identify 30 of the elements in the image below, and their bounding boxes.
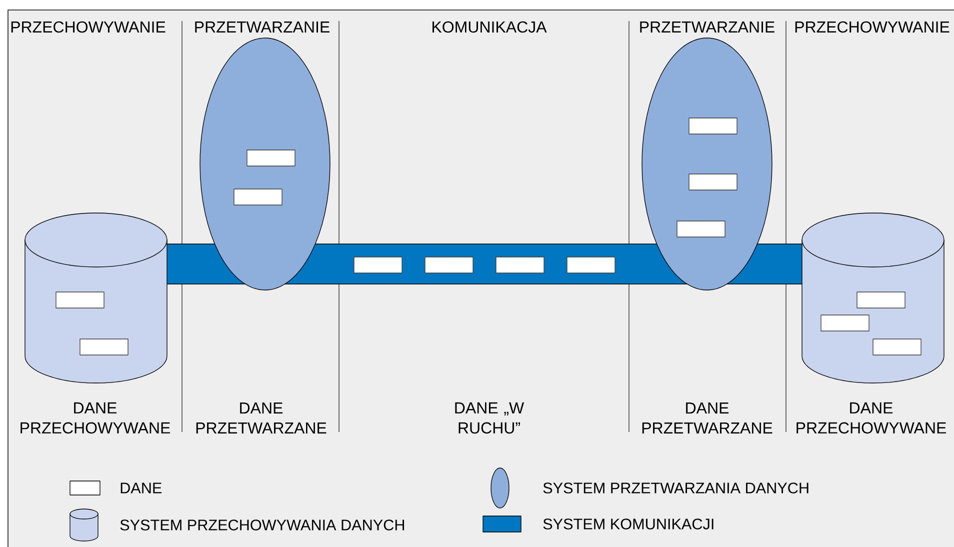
data-box [354,256,402,274]
legend-text: SYSTEM PRZETWARZANIA DANYCH [543,482,808,494]
column-header: PRZETWARZANIE [195,22,330,32]
data-box [688,118,738,134]
column-caption: DANE PRZETWARZANE [642,402,772,434]
column-header: PRZECHOWYWANIE [11,21,166,33]
data-box [856,292,906,308]
data-box [820,314,870,332]
legend-text: SYSTEM PRZECHOWYWANIA DANYCH [120,520,404,530]
data-box [496,256,544,274]
legend-text: DANE [120,482,162,494]
column-header: PRZECHOWYWANIE [795,21,950,33]
legend-text: SYSTEM KOMUNIKACJI [543,518,714,530]
processing-ellipse [642,38,772,290]
data-box [688,174,738,190]
data-box [676,220,726,238]
data-box [80,338,128,356]
column-header: KOMUNIKACJA [432,21,547,33]
data-box [56,292,104,308]
data-box [424,256,474,274]
column-caption: DANE PRZETWARZANE [196,402,326,434]
data-box [566,256,616,274]
data-box [234,188,282,206]
processing-ellipse [200,38,330,290]
column-caption: DANE PRZECHOWYWANE [20,402,170,434]
column-caption: DANE PRZECHOWYWANE [796,402,946,434]
column-header: PRZETWARZANIE [640,22,774,32]
column-caption: DANE „W RUCHU” [455,402,524,434]
data-box [246,150,296,166]
data-box [872,338,922,356]
